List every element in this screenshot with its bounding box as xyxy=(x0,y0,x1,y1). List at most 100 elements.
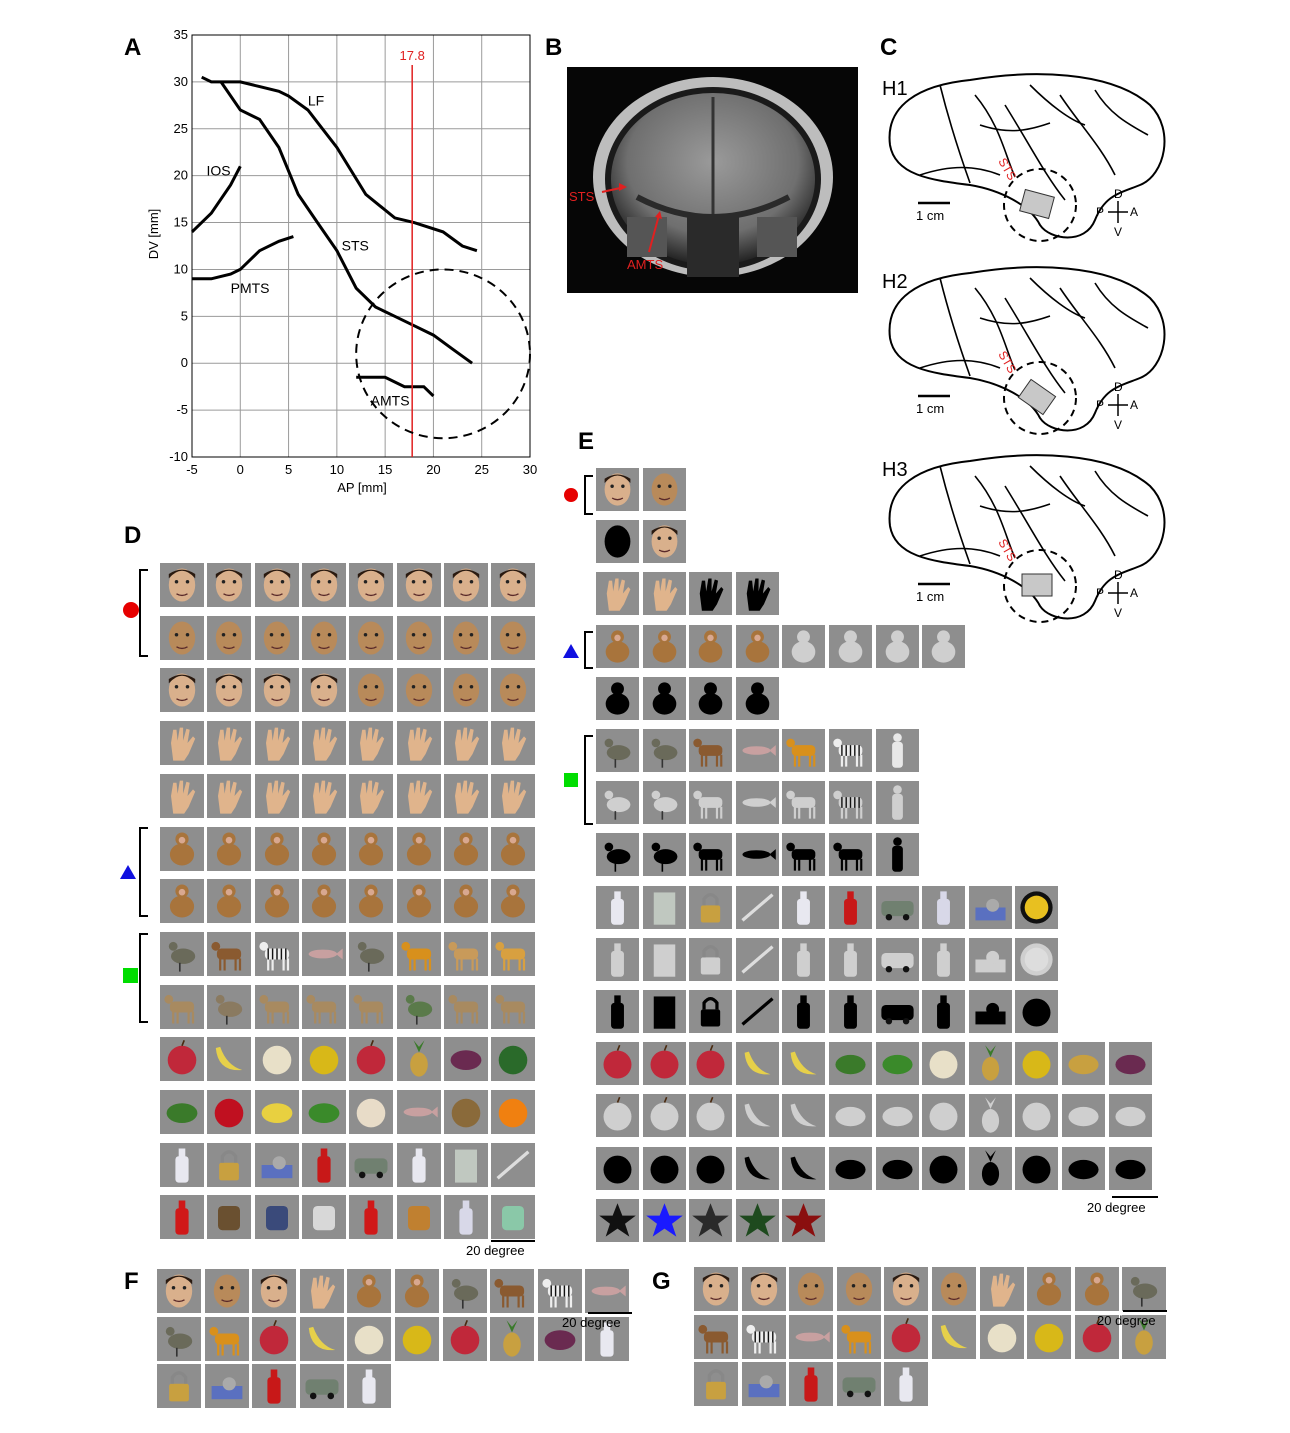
stimulus-image xyxy=(735,572,779,616)
stimulus-image xyxy=(1015,1146,1059,1190)
stimulus-image xyxy=(694,1362,738,1407)
stimulus-image xyxy=(396,615,441,660)
stimulus-image xyxy=(884,1362,929,1407)
stimulus-image xyxy=(596,729,639,772)
stimulus-image xyxy=(491,615,536,660)
stimulus-image xyxy=(537,1316,582,1361)
stimulus-image xyxy=(443,563,488,607)
stimulus-image xyxy=(932,1267,976,1311)
stimulus-image xyxy=(301,1142,346,1187)
stimulus-image xyxy=(207,1142,252,1187)
stimulus-image xyxy=(836,1314,881,1359)
stimulus-image xyxy=(443,773,488,818)
stimulus-image xyxy=(1122,1314,1167,1359)
stimulus-image xyxy=(160,563,204,607)
stimulus-image xyxy=(254,721,299,766)
scale-label-g: 20 degree xyxy=(1097,1313,1156,1328)
stimulus-image xyxy=(490,1316,535,1361)
stimulus-image xyxy=(782,1094,826,1138)
stimulus-image xyxy=(443,879,488,924)
stimulus-image xyxy=(347,1269,392,1313)
stimulus-image xyxy=(596,1042,639,1086)
stimulus-image xyxy=(1015,1094,1059,1138)
stimulus-image xyxy=(782,624,826,668)
scale-bar-d xyxy=(491,1240,535,1242)
stimulus-image xyxy=(349,721,394,766)
orientation-d: D xyxy=(1114,187,1123,201)
panel-label-d: D xyxy=(124,522,142,549)
stimulus-image xyxy=(207,1090,252,1134)
orientation-d: D xyxy=(1114,380,1123,394)
stimulus-image xyxy=(735,1146,779,1190)
stimulus-image xyxy=(1108,1094,1152,1138)
plot-frame xyxy=(191,34,531,458)
stimulus-image xyxy=(207,826,252,871)
stimulus-image xyxy=(789,1267,834,1311)
panel-label-e: E xyxy=(578,428,595,455)
stimulus-image xyxy=(349,1142,394,1187)
ap-marker-label: 17.8 xyxy=(400,48,425,63)
hemisphere-label: H1 xyxy=(882,78,908,100)
stimulus-image xyxy=(968,990,1012,1033)
stimulus-image xyxy=(491,984,536,1029)
stimulus-image xyxy=(782,937,826,981)
stimulus-image xyxy=(642,1042,686,1086)
animal-category-marker xyxy=(123,968,138,983)
stimulus-image xyxy=(299,1316,344,1361)
stimulus-image xyxy=(491,879,536,924)
sulcus-curve-amts xyxy=(356,375,435,398)
stimulus-image xyxy=(157,1316,201,1361)
stimulus-image xyxy=(922,1146,966,1190)
stimulus-image xyxy=(596,520,639,564)
stimulus-image xyxy=(491,826,536,871)
stimulus-image xyxy=(922,1094,966,1138)
y-axis-label: DV [mm] xyxy=(146,209,161,260)
stimulus-image xyxy=(396,931,441,976)
sulcus-curve-pmts xyxy=(192,235,294,281)
stimulus-image xyxy=(782,1146,826,1190)
stimulus-image xyxy=(301,1037,346,1082)
stimulus-image xyxy=(642,572,686,616)
stimulus-image xyxy=(254,563,299,607)
stimulus-image xyxy=(254,931,299,976)
stimulus-image xyxy=(1027,1267,1072,1311)
stimulus-image xyxy=(1074,1267,1119,1311)
stimulus-image xyxy=(349,1037,394,1082)
stimulus-image xyxy=(204,1269,249,1313)
stimulus-image xyxy=(349,615,394,660)
stimulus-image xyxy=(443,1142,488,1187)
orientation-v: V xyxy=(1114,225,1122,239)
recording-circle xyxy=(1003,168,1077,242)
stimulus-image xyxy=(252,1316,297,1361)
mri-coronal-image: STS AMTS xyxy=(567,67,858,293)
stimulus-image xyxy=(735,729,779,772)
stimulus-image xyxy=(735,1094,779,1138)
stimulus-image xyxy=(442,1269,487,1313)
stimulus-image xyxy=(396,721,441,766)
stimulus-image xyxy=(160,615,204,660)
stimulus-image xyxy=(396,1142,441,1187)
stimulus-image xyxy=(491,1037,536,1082)
stimulus-image xyxy=(689,676,733,720)
stimulus-image xyxy=(829,781,872,825)
stimulus-image xyxy=(922,990,966,1033)
stimulus-image xyxy=(829,990,872,1033)
x-tick-label: 25 xyxy=(474,462,488,477)
stimulus-image xyxy=(642,520,686,564)
stimulus-image xyxy=(252,1364,297,1409)
stimulus-image xyxy=(735,1198,779,1242)
stimulus-image xyxy=(735,1042,779,1086)
stimulus-image xyxy=(829,885,872,929)
stimulus-image xyxy=(160,721,204,766)
stimulus-image xyxy=(689,1146,733,1190)
stimulus-image xyxy=(491,721,536,766)
stimulus-image xyxy=(299,1364,344,1409)
stimulus-image xyxy=(884,1314,929,1359)
x-tick-label: 0 xyxy=(237,462,244,477)
x-tick-label: 15 xyxy=(378,462,392,477)
x-axis-label: AP [mm] xyxy=(337,480,387,495)
stimulus-image xyxy=(491,668,536,713)
panel-label-c: C xyxy=(880,34,898,61)
stimulus-image xyxy=(585,1316,630,1361)
